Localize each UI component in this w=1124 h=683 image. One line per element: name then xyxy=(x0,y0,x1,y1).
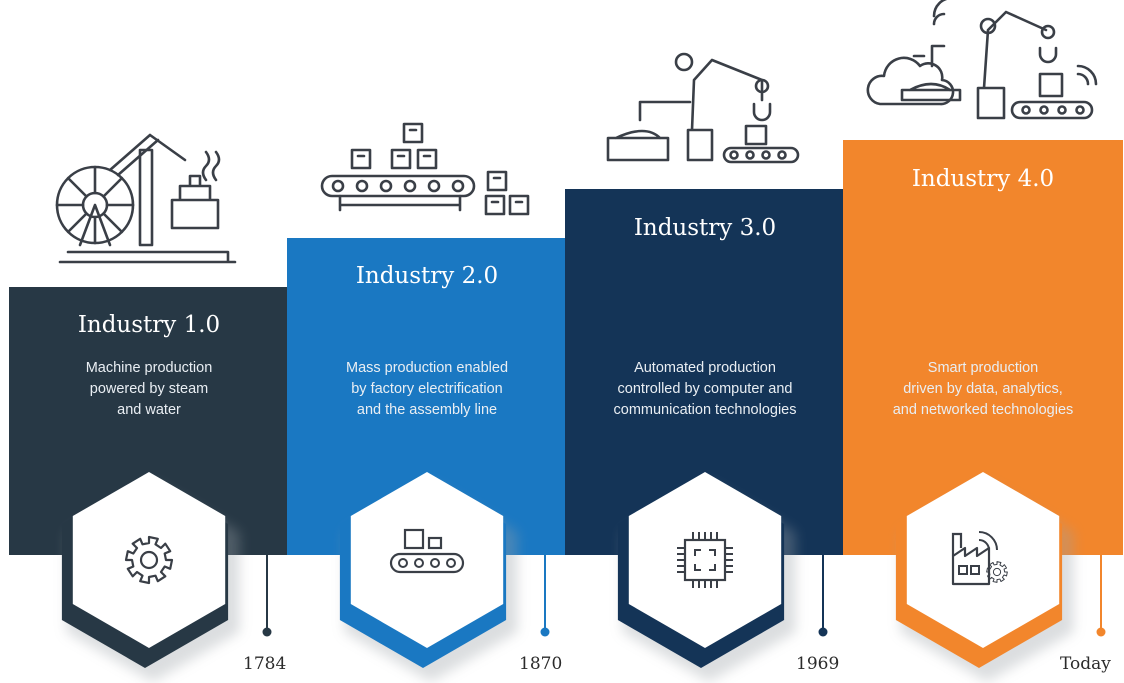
era-year: 1784 xyxy=(243,654,287,674)
era-year: 1969 xyxy=(796,654,840,674)
era-title: Industry 1.0 xyxy=(77,312,221,338)
assembly-line-icon xyxy=(320,122,530,216)
robot-arm-icon xyxy=(606,52,800,164)
era-description: Machine production powered by steam and wa… xyxy=(9,358,289,421)
era-description-line: by factory electrification xyxy=(351,381,503,397)
era-description-line: Mass production enabled xyxy=(345,360,509,376)
gear-icon xyxy=(124,535,174,585)
era-description-line: and water xyxy=(117,402,181,418)
timeline-dot xyxy=(540,627,550,637)
era-description-line: Smart production xyxy=(927,360,1039,376)
era-year: 1870 xyxy=(519,654,563,674)
era-description-line: Machine production xyxy=(85,360,213,376)
conveyor-belt-icon xyxy=(389,528,465,574)
era-year: Today xyxy=(1060,654,1111,674)
hex-badge xyxy=(350,472,504,648)
hex-badge xyxy=(628,472,782,648)
era-description-line: driven by data, analytics, xyxy=(903,381,1063,397)
era-description-line: controlled by computer and xyxy=(617,381,793,397)
era-description-line: and the assembly line xyxy=(356,402,498,418)
era-description-line: communication technologies xyxy=(613,402,797,418)
era-title: Industry 3.0 xyxy=(633,215,777,241)
smart-factory-icon xyxy=(951,531,1008,586)
connected-robot-icon xyxy=(866,0,1098,120)
era-description-line: and networked technologies xyxy=(892,402,1074,418)
era-description: Smart production driven by data, analytic… xyxy=(843,358,1123,421)
era-description-line: Automated production xyxy=(634,360,776,376)
steam-engine-icon xyxy=(55,133,237,264)
timeline-dot xyxy=(1096,627,1106,637)
timeline-dot xyxy=(818,627,828,637)
era-title: Industry 2.0 xyxy=(355,263,499,289)
timeline-dot xyxy=(262,627,272,637)
era-description: Mass production enabled by factory electr… xyxy=(287,358,567,421)
hex-badge xyxy=(72,472,226,648)
era-title: Industry 4.0 xyxy=(911,166,1055,192)
microchip-icon xyxy=(677,532,733,588)
era-description: Automated production controlled by comput… xyxy=(565,358,845,421)
era-description-line: powered by steam xyxy=(89,381,209,397)
hex-badge xyxy=(906,472,1060,648)
